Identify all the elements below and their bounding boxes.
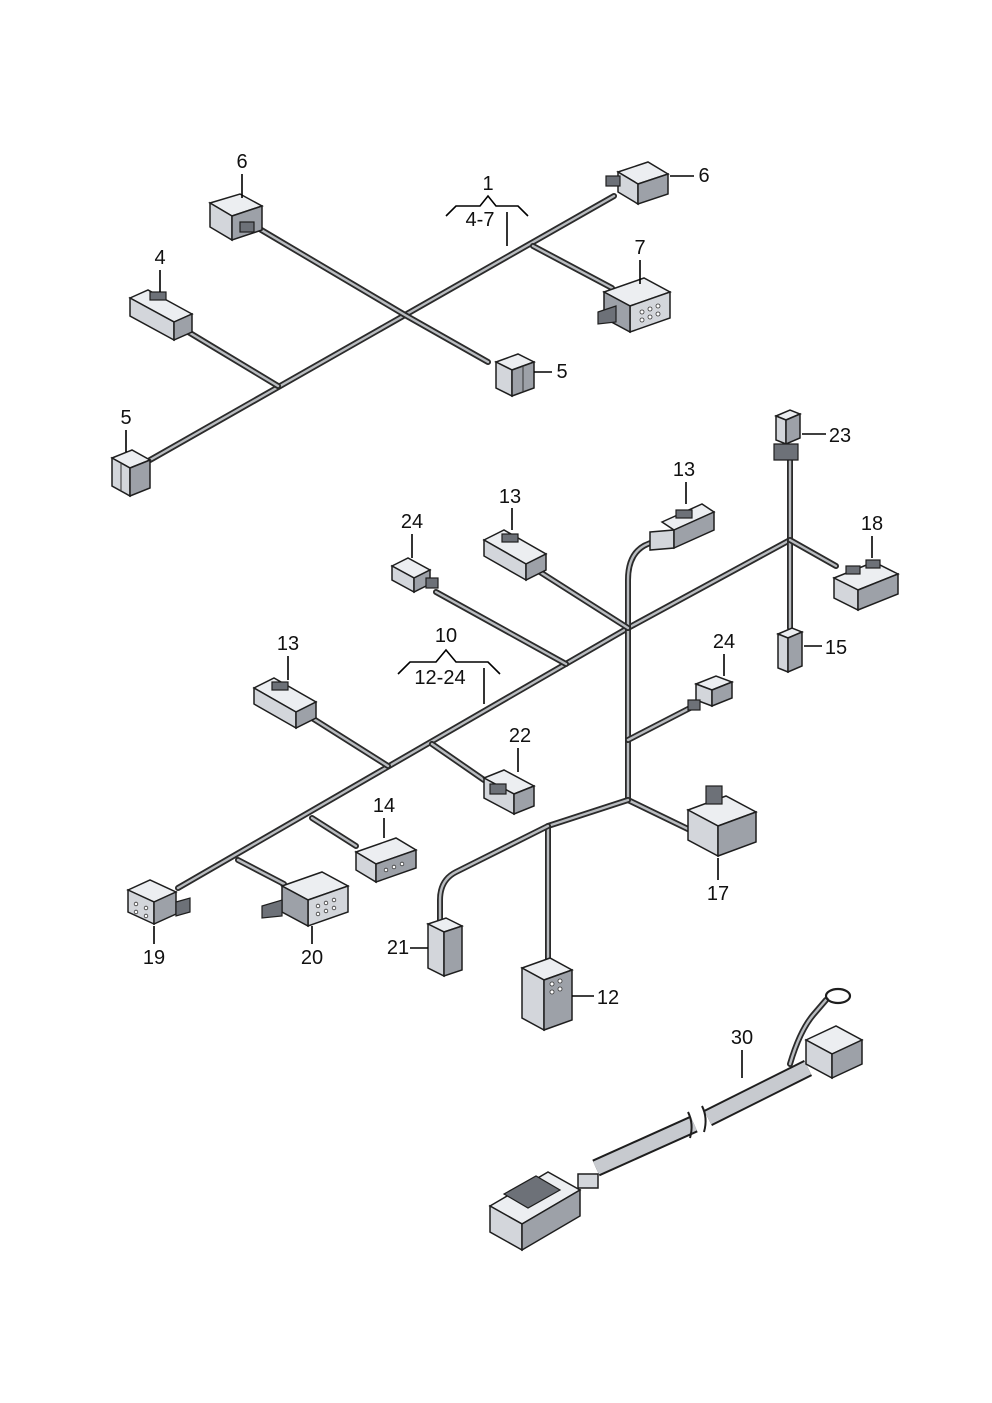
connector-24-top (390, 557, 439, 594)
connector-15 (776, 627, 804, 674)
label-5-left: 5 (120, 407, 131, 429)
connector-21 (426, 917, 464, 978)
harness-1-wires (147, 193, 617, 463)
connector-23 (773, 409, 802, 461)
connector-5-right (494, 353, 536, 398)
connector-13-right (649, 503, 716, 551)
label-6-left: 6 (236, 151, 247, 173)
harness-10-label: 10 (435, 625, 457, 647)
ring-terminal (824, 987, 852, 1005)
connector-19 (126, 879, 191, 926)
label-21: 21 (387, 937, 409, 959)
harness-10-range-label: 12-24 (414, 667, 465, 689)
connector-7 (597, 277, 672, 334)
label-6-right: 6 (698, 165, 709, 187)
connector-13-left (252, 677, 318, 730)
label-13-right: 13 (673, 459, 695, 481)
label-4: 4 (154, 247, 165, 269)
connector-14 (354, 837, 418, 884)
connector-5-left (110, 449, 152, 498)
cable-30 (488, 987, 864, 1252)
label-14: 14 (373, 795, 395, 817)
label-18: 18 (861, 513, 883, 535)
connector-22 (482, 769, 536, 816)
label-17: 17 (707, 883, 729, 905)
harness-1-range-label: 4-7 (466, 209, 495, 231)
label-22: 22 (509, 725, 531, 747)
connector-17 (686, 785, 758, 858)
label-24-right: 24 (713, 631, 735, 653)
label-12: 12 (597, 987, 619, 1009)
label-13-left: 13 (277, 633, 299, 655)
harness-10-callout: 10 12-24 (397, 625, 501, 704)
connector-6-left (208, 193, 264, 242)
connector-24-right (687, 675, 735, 711)
label-23: 23 (829, 425, 851, 447)
label-24-top: 24 (401, 511, 423, 533)
connector-6-right (605, 161, 670, 206)
label-20: 20 (301, 947, 323, 969)
harness-10-wires (175, 453, 839, 963)
connector-4 (128, 289, 194, 342)
harness-1-label: 1 (482, 173, 493, 195)
harness-1-callout: 1 4-7 (445, 173, 529, 246)
label-15: 15 (825, 637, 847, 659)
label-13-middle: 13 (499, 486, 521, 508)
label-7: 7 (634, 237, 645, 259)
connector-20 (261, 871, 350, 928)
connector-13-middle (482, 529, 548, 582)
connector-12 (520, 957, 574, 1032)
connector-18 (832, 559, 900, 612)
label-30: 30 (731, 1027, 753, 1049)
label-5-right: 5 (556, 361, 567, 383)
label-19: 19 (143, 947, 165, 969)
